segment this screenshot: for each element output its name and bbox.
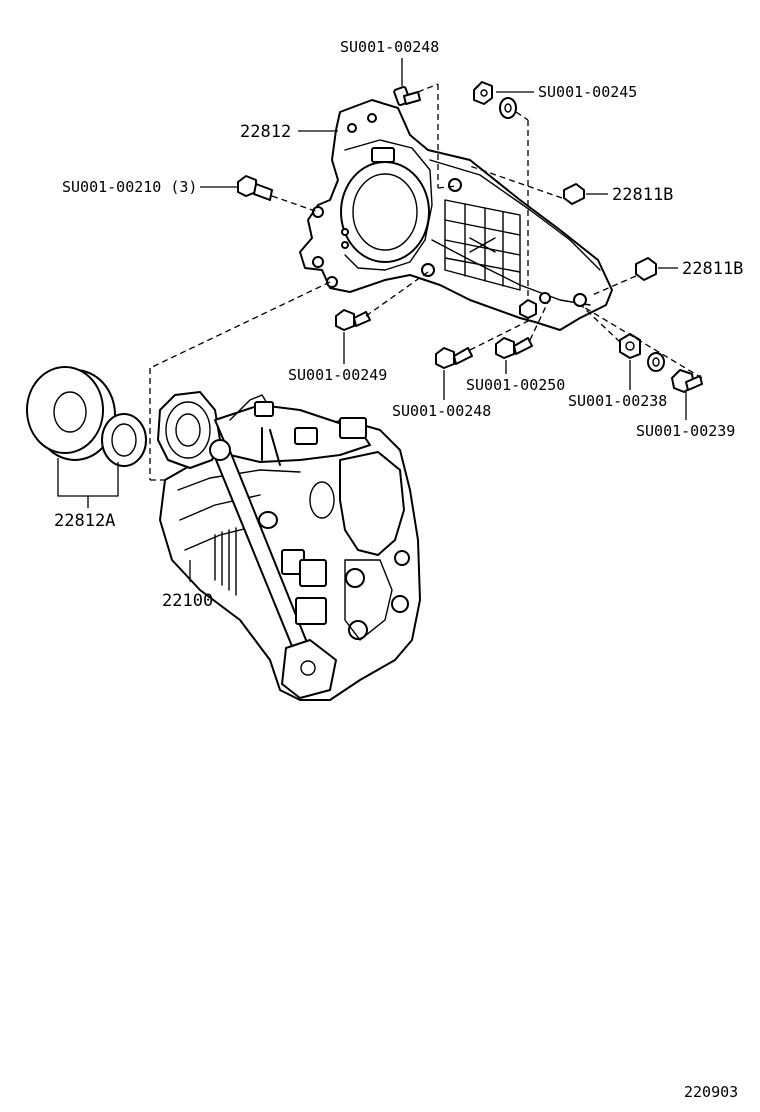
nut-su001-00245: [473, 81, 517, 119]
alignment-dashed-lines: [149, 83, 703, 481]
label-su001-00245: SU001-00245: [538, 83, 637, 101]
pin-22811b-top: [563, 183, 585, 205]
bolt-su001-00210: [237, 175, 273, 201]
label-su001-00239: SU001-00239: [636, 422, 735, 440]
label-su001-00249: SU001-00249: [288, 366, 387, 384]
label-su001-00248-bottom: SU001-00248: [392, 402, 491, 420]
label-su001-00210: SU001-00210 (3): [62, 178, 197, 196]
bolt-su001-00248-top: [393, 85, 421, 107]
label-22812: 22812: [240, 122, 291, 142]
bracket-grid: [444, 199, 521, 291]
bolt-su001-00248-bottom: [435, 347, 473, 369]
bracket-22812: [299, 99, 613, 331]
label-22100: 22100: [162, 591, 213, 611]
label-22812a: 22812A: [54, 511, 115, 531]
nut-su001-00238: [619, 333, 665, 372]
pin-22811b-right: [635, 257, 657, 281]
label-su001-00248-top: SU001-00248: [340, 38, 439, 56]
diagram-code: 220903: [684, 1083, 738, 1101]
label-su001-00250: SU001-00250: [466, 376, 565, 394]
bolt-su001-00250: [495, 337, 533, 359]
bolt-su001-00249: [335, 309, 371, 331]
label-su001-00238: SU001-00238: [568, 392, 667, 410]
bolt-su001-00239: [671, 369, 703, 393]
gasket-22812a: [26, 366, 147, 467]
bracket-nut: [519, 299, 537, 319]
part-labels: SU001-00248 SU001-00245 22812 SU001-0021…: [54, 38, 743, 1101]
injection-pump-22100: [157, 391, 421, 701]
label-22811b-top: 22811B: [612, 185, 673, 205]
leader-lines: [57, 58, 687, 582]
label-22811b-right: 22811B: [682, 259, 743, 279]
